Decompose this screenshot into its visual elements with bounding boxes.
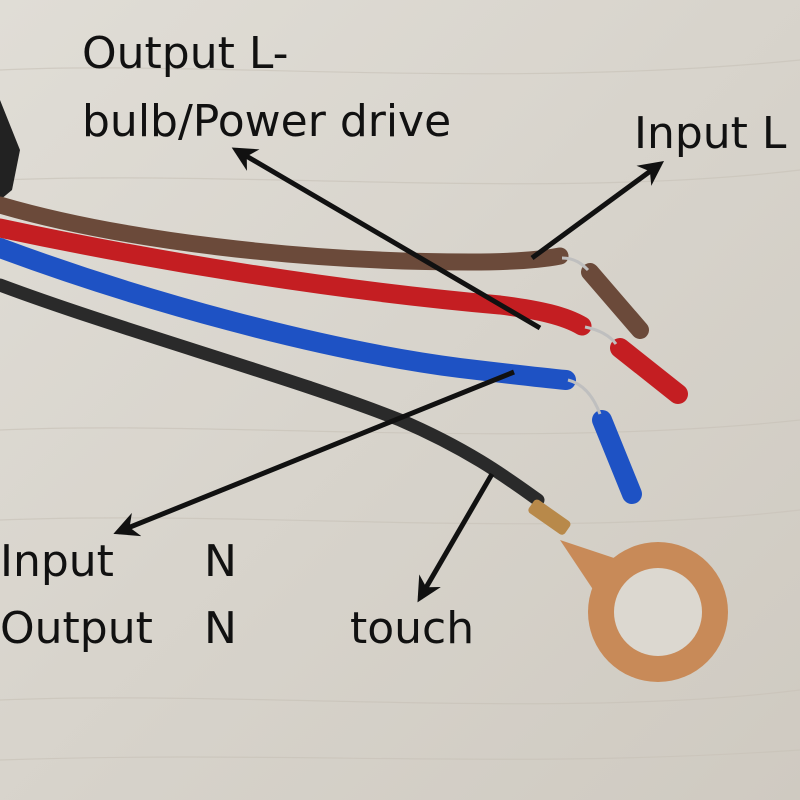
- brown-wire-end: [581, 263, 649, 339]
- label-output-n-word: Output: [0, 603, 153, 654]
- blue-wire: [0, 238, 576, 390]
- label-input-n-letter: N: [204, 536, 237, 587]
- red-wire: [0, 218, 592, 336]
- label-output-n-letter: N: [204, 603, 237, 654]
- label-touch: touch: [350, 603, 475, 654]
- arrow-input-n: [113, 369, 515, 537]
- arrow-touch: [417, 472, 495, 603]
- device-housing: [0, 100, 20, 200]
- brown-wire: [0, 196, 569, 271]
- crimp-barrel: [528, 499, 571, 535]
- blue-wire-strand: [567, 378, 602, 415]
- arrow-input-l: [530, 161, 665, 261]
- label-input-n-word: Input: [0, 536, 114, 587]
- label-output-l-line1: Output L-: [82, 28, 289, 79]
- black-wire: [0, 278, 545, 507]
- arrow-output-l: [231, 147, 542, 331]
- wood-grain: [0, 59, 800, 761]
- red-wire-strand: [584, 325, 618, 345]
- blue-wire-end: [592, 410, 642, 504]
- label-output-l-line2: bulb/Power drive: [82, 96, 452, 147]
- ring-terminal: [560, 540, 728, 682]
- label-input-l: Input L: [634, 108, 787, 159]
- brown-wire-strand: [561, 256, 590, 272]
- red-wire-end: [610, 338, 688, 404]
